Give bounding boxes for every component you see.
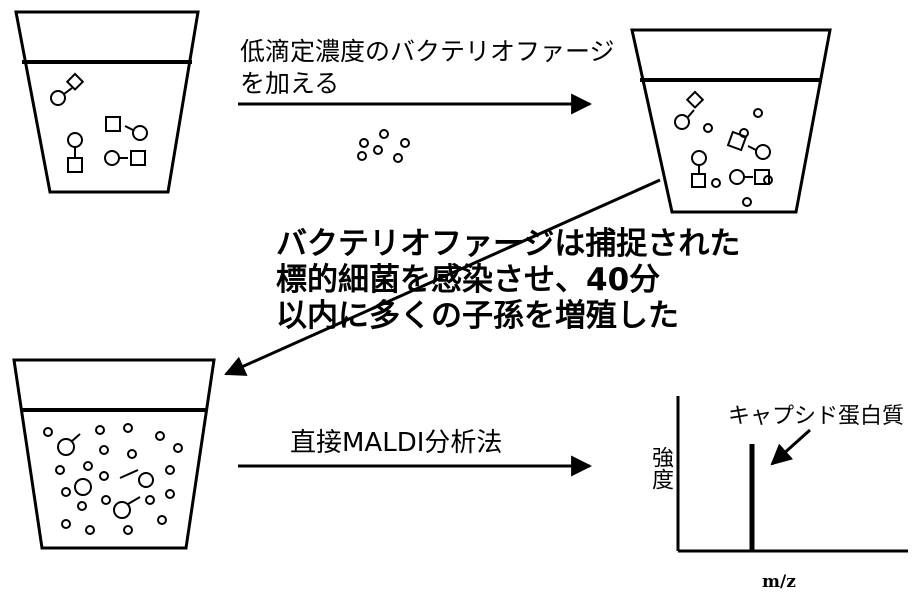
beaker-amplified	[14, 360, 214, 548]
peak-pointer-arrow	[772, 430, 810, 464]
peak-label: キャプシド蛋白質	[728, 404, 904, 430]
step3-label: 直接MALDI分析法	[290, 428, 502, 458]
y-axis-label: 強度	[644, 446, 676, 490]
beaker-initial	[16, 12, 198, 192]
step2-line3: 以内に多くの子孫を増殖した	[276, 298, 679, 334]
step2-line2: 標的細菌を感染させ、40分	[276, 262, 660, 298]
bacteria-cluster-1	[51, 74, 147, 172]
phage-particles	[358, 130, 409, 162]
x-axis-label: m/z	[762, 572, 796, 592]
step2-line1: バクテリオファージは捕捉された	[276, 226, 740, 262]
step1-line2: を加える	[240, 70, 339, 98]
step1-line1: 低滴定濃度のバクテリオファージ	[240, 38, 615, 66]
beaker-mixed	[632, 30, 830, 212]
